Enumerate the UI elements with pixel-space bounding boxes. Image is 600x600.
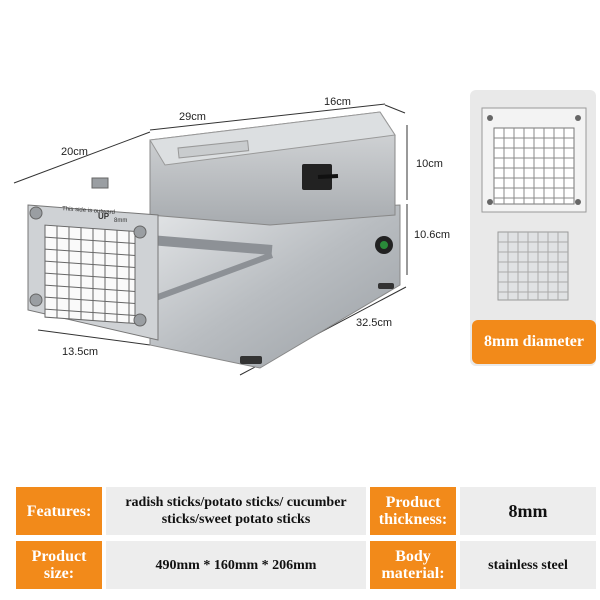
dimension-front-width: 13.5cm — [62, 346, 99, 358]
dimension-height-base: 10.6cm — [414, 229, 451, 241]
features-value: radish sticks/potato sticks/ cucumber st… — [106, 487, 366, 535]
thickness-label: Product thickness: — [370, 487, 456, 535]
blade-diameter-badge: 8mm diameter — [472, 320, 596, 364]
product-illustration — [13, 103, 408, 376]
features-label: Features: — [16, 487, 102, 535]
blade-up-label: UP — [98, 212, 110, 221]
dimension-depth: 16cm — [324, 96, 351, 108]
blade-size-label: 8mm — [114, 218, 128, 224]
material-value: stainless steel — [460, 541, 596, 589]
dimension-width: 29cm — [179, 111, 206, 123]
dimension-side: 20cm — [61, 146, 88, 158]
specs-table: Features: radish sticks/potato sticks/ c… — [16, 487, 596, 591]
dimension-height-top: 10cm — [416, 158, 443, 170]
size-label: Product size: — [16, 541, 102, 589]
blade-images — [481, 107, 587, 301]
size-value: 490mm * 160mm * 206mm — [106, 541, 366, 589]
material-label: Body material: — [370, 541, 456, 589]
dimension-length: 32.5cm — [356, 317, 393, 329]
thickness-value: 8mm — [460, 487, 596, 535]
